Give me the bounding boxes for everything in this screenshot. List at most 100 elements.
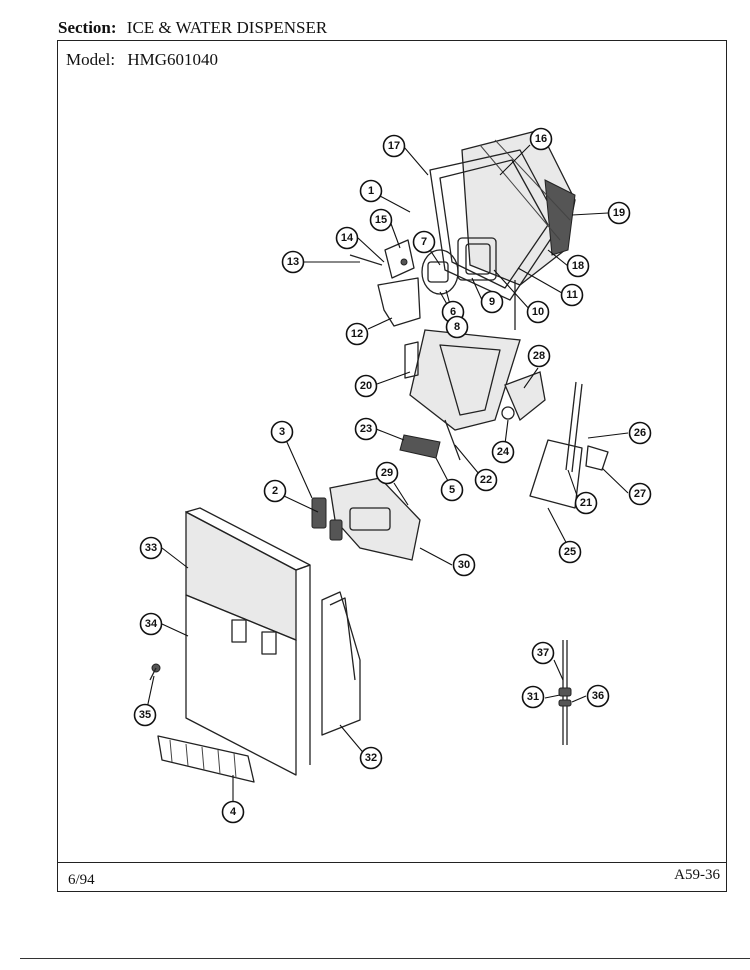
callout-label: 29 xyxy=(381,467,393,479)
callout-20: 20 xyxy=(354,374,378,398)
callout-15: 15 xyxy=(369,208,393,232)
callout-label: 16 xyxy=(535,133,547,145)
callout-22: 22 xyxy=(474,468,498,492)
callout-37: 37 xyxy=(531,641,555,665)
callout-label: 21 xyxy=(580,497,592,509)
callout-label: 28 xyxy=(533,350,545,362)
callout-label: 19 xyxy=(613,207,625,219)
callouts: 1 2 3 4 5 6 7 8 9 10 11 12 13 14 15 16 1… xyxy=(133,127,652,824)
model-label: Model: xyxy=(66,50,116,69)
callout-34: 34 xyxy=(139,612,163,636)
callout-label: 33 xyxy=(145,542,157,554)
callout-19: 19 xyxy=(607,201,631,225)
front-panel xyxy=(185,507,311,776)
callout-label: 9 xyxy=(489,296,495,308)
callout-35: 35 xyxy=(133,703,157,727)
callout-27: 27 xyxy=(628,482,652,506)
callout-label: 36 xyxy=(592,690,604,702)
section-value: ICE & WATER DISPENSER xyxy=(126,18,328,37)
callout-14: 14 xyxy=(335,226,359,250)
page-bottom-rule xyxy=(20,958,750,959)
callout-label: 6 xyxy=(450,306,456,318)
callout-5: 5 xyxy=(440,478,464,502)
callout-25: 25 xyxy=(558,540,582,564)
switch-housing xyxy=(311,477,421,561)
callout-16: 16 xyxy=(529,127,553,151)
model-heading: Model: HMG601040 xyxy=(66,50,218,70)
model-value: HMG601040 xyxy=(127,50,219,69)
callout-3: 3 xyxy=(270,420,294,444)
footer-divider xyxy=(57,862,727,863)
section-label: Section: xyxy=(58,18,117,37)
callout-13: 13 xyxy=(281,250,305,274)
callout-label: 32 xyxy=(365,752,377,764)
callout-7: 7 xyxy=(412,230,436,254)
callout-label: 24 xyxy=(497,446,510,458)
callout-label: 13 xyxy=(287,256,299,268)
footer-page-code: A59-36 xyxy=(674,867,720,883)
actuator-arm xyxy=(529,381,609,509)
callout-label: 23 xyxy=(360,423,372,435)
parts-artwork xyxy=(149,129,609,783)
diagram-frame xyxy=(57,40,727,892)
callout-9: 9 xyxy=(480,290,504,314)
chute-housing xyxy=(429,129,576,301)
door-assembly xyxy=(421,237,516,330)
callout-label: 35 xyxy=(139,709,151,721)
callout-label: 22 xyxy=(480,474,492,486)
callout-2: 2 xyxy=(263,479,287,503)
section-heading: Section: ICE & WATER DISPENSER xyxy=(58,18,327,38)
water-line xyxy=(558,640,572,745)
callout-label: 25 xyxy=(564,546,576,558)
callout-label: 5 xyxy=(449,484,455,496)
funnel-chute xyxy=(404,329,521,431)
callout-29: 29 xyxy=(375,461,399,485)
callout-32: 32 xyxy=(359,746,383,770)
callout-33: 33 xyxy=(139,536,163,560)
callout-label: 34 xyxy=(145,618,158,630)
callout-label: 17 xyxy=(388,140,400,152)
footer-date: 6/94 xyxy=(68,872,95,888)
callout-label: 2 xyxy=(272,485,278,497)
callout-10: 10 xyxy=(526,300,550,324)
callout-label: 7 xyxy=(421,236,427,248)
callout-label: 31 xyxy=(527,691,539,703)
callout-18: 18 xyxy=(566,254,590,278)
callout-1: 1 xyxy=(359,179,383,203)
lever-assembly xyxy=(501,371,546,422)
callout-label: 26 xyxy=(634,427,646,439)
callout-label: 15 xyxy=(375,214,387,226)
callout-label: 11 xyxy=(566,289,578,301)
callout-24: 24 xyxy=(491,440,515,464)
callout-23: 23 xyxy=(354,417,378,441)
callout-28: 28 xyxy=(527,344,551,368)
callout-label: 37 xyxy=(537,647,549,659)
callout-4: 4 xyxy=(221,800,245,824)
callout-36: 36 xyxy=(586,684,610,708)
callout-label: 20 xyxy=(360,380,372,392)
pad-parts xyxy=(399,419,461,461)
callout-26: 26 xyxy=(628,421,652,445)
callout-12: 12 xyxy=(345,322,369,346)
callout-label: 10 xyxy=(532,306,544,318)
callout-label: 4 xyxy=(230,806,237,818)
drip-tray xyxy=(157,735,255,783)
callout-label: 3 xyxy=(279,426,285,438)
callout-label: 27 xyxy=(634,488,646,500)
side-housing xyxy=(321,591,361,736)
bracket-assembly xyxy=(349,239,421,327)
callout-8: 8 xyxy=(445,315,469,339)
callout-label: 30 xyxy=(458,559,470,571)
callout-31: 31 xyxy=(521,685,545,709)
callout-label: 12 xyxy=(351,328,363,340)
callout-30: 30 xyxy=(452,553,476,577)
screw-part xyxy=(149,663,161,681)
callout-label: 18 xyxy=(572,260,584,272)
callout-label: 14 xyxy=(341,232,354,244)
callout-21: 21 xyxy=(574,491,598,515)
callout-17: 17 xyxy=(382,134,406,158)
callout-11: 11 xyxy=(560,283,584,307)
callout-label: 8 xyxy=(454,321,460,333)
callout-label: 1 xyxy=(368,185,374,197)
